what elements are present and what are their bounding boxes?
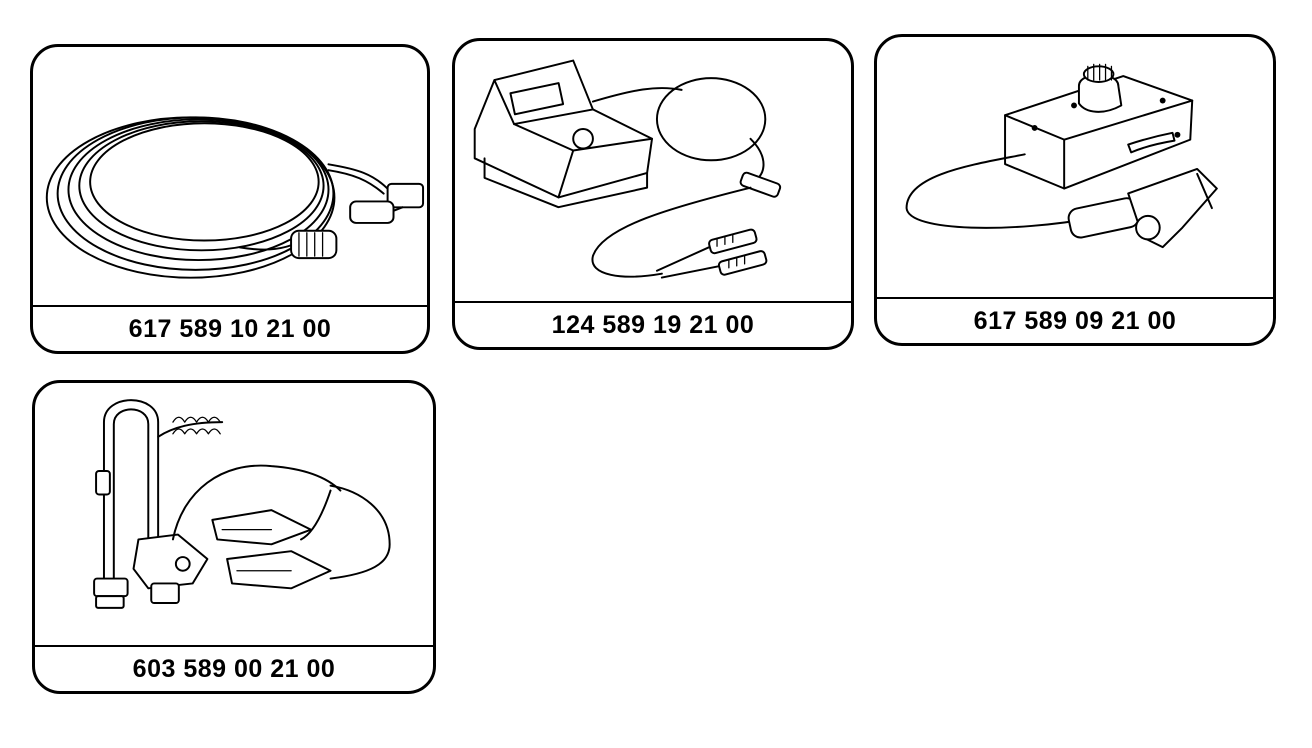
part-number-band: 124 589 19 21 00 bbox=[455, 301, 851, 347]
coiled-cable-with-connector-icon bbox=[33, 47, 427, 307]
tool-card-4: 603 589 00 21 00 bbox=[32, 380, 436, 694]
tool-card-1: 617 589 10 21 00 bbox=[30, 44, 430, 354]
handheld-tester-with-leads-icon bbox=[455, 41, 851, 303]
tool-card-2: 124 589 19 21 00 bbox=[452, 38, 854, 350]
part-number: 603 589 00 21 00 bbox=[132, 654, 336, 683]
part-number: 124 589 19 21 00 bbox=[551, 310, 755, 339]
sensor-box-with-clamp-icon bbox=[877, 37, 1273, 299]
tool-card-3: 617 589 09 21 00 bbox=[874, 34, 1276, 346]
part-number-band: 617 589 09 21 00 bbox=[877, 297, 1273, 343]
probe-adapter-with-battery-clamps-icon bbox=[35, 383, 433, 647]
part-number-band: 617 589 10 21 00 bbox=[33, 305, 427, 351]
part-number-band: 603 589 00 21 00 bbox=[35, 645, 433, 691]
part-number: 617 589 09 21 00 bbox=[973, 306, 1177, 335]
part-number: 617 589 10 21 00 bbox=[128, 314, 332, 343]
